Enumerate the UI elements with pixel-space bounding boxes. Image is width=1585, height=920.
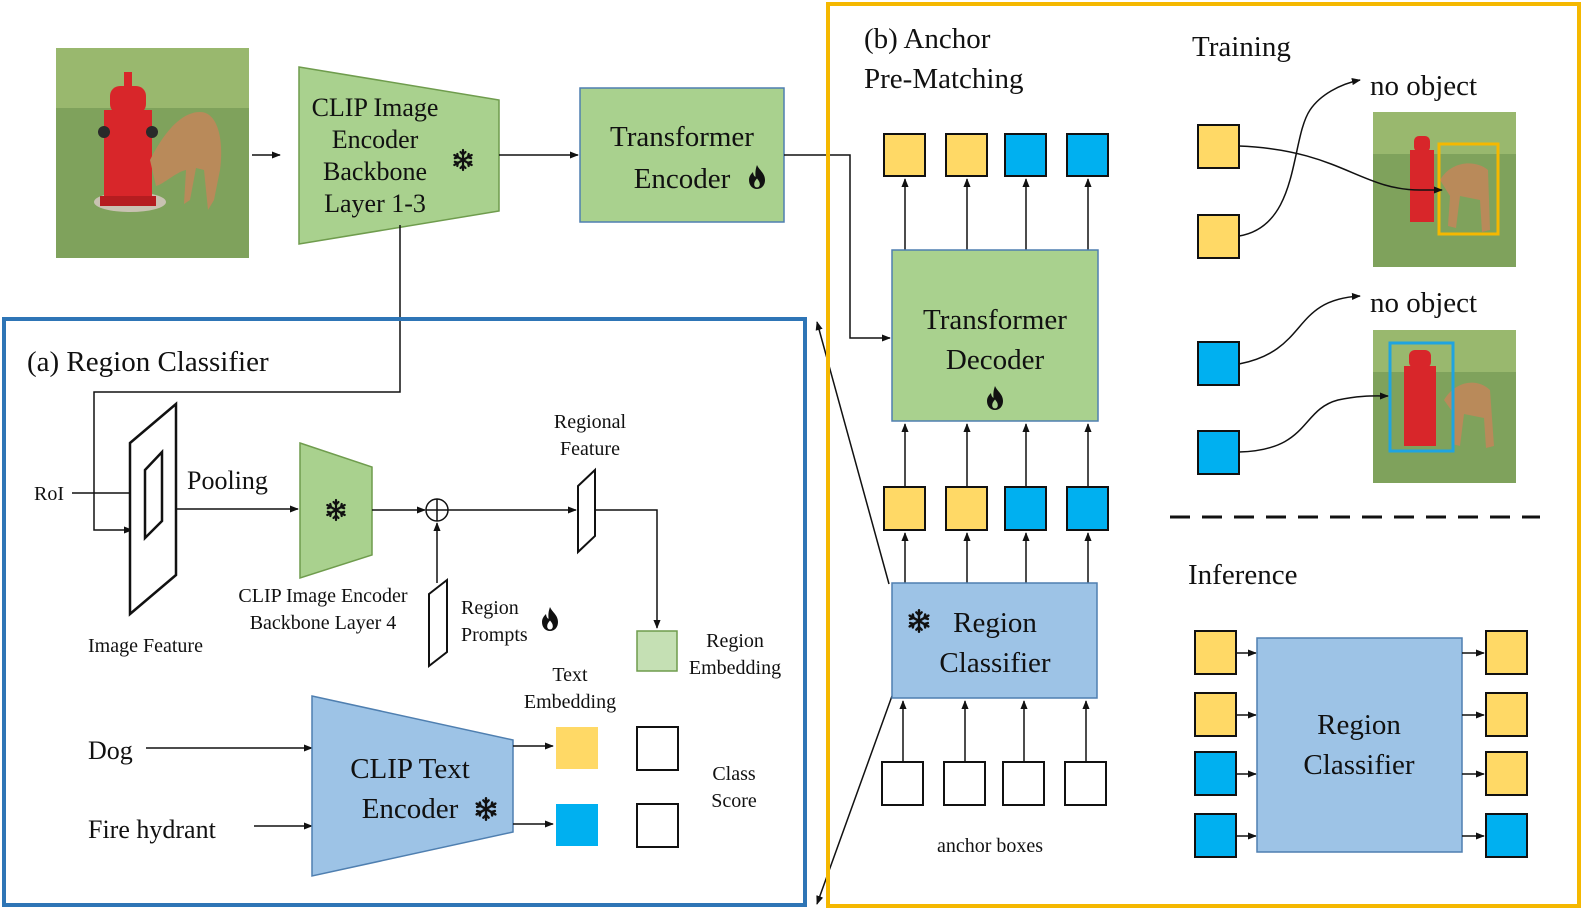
matched-query-2 bbox=[945, 486, 988, 531]
region-embedding-line1: Region bbox=[706, 630, 764, 652]
inference-label: Inference bbox=[1188, 559, 1297, 591]
flame-icon bbox=[542, 607, 558, 631]
no-object-label-2: no object bbox=[1370, 287, 1477, 319]
panel-b-title-line1: (b) Anchor bbox=[864, 23, 991, 55]
text-embedding-line1: Text bbox=[552, 664, 588, 686]
regional-feature-line1: Regional bbox=[554, 411, 627, 433]
transformer-encoder: Transformer Encoder bbox=[579, 87, 785, 223]
output-query-4 bbox=[1066, 133, 1109, 177]
inference-output-4 bbox=[1485, 813, 1528, 858]
inference-input-2 bbox=[1194, 692, 1237, 737]
training-query-blue-2 bbox=[1197, 430, 1240, 475]
region-embedding-box bbox=[636, 630, 678, 672]
training-query-yellow-1 bbox=[1197, 124, 1240, 169]
class-score-line2: Score bbox=[711, 790, 757, 812]
training-label: Training bbox=[1192, 31, 1291, 63]
text-encoder-line2: Encoder bbox=[362, 793, 459, 825]
text-embedding-line2: Embedding bbox=[524, 691, 616, 713]
plus-circle-icon bbox=[425, 498, 449, 522]
panel-a-title: (a) Region Classifier bbox=[27, 346, 269, 378]
matched-query-3 bbox=[1004, 486, 1047, 531]
backbone4-line2: Backbone Layer 4 bbox=[250, 612, 397, 634]
roi-label: RoI bbox=[34, 483, 64, 505]
region-classifier-line2: Classifier bbox=[939, 647, 1050, 679]
anchor-box-4 bbox=[1064, 761, 1107, 806]
clip-text-encoder bbox=[311, 695, 514, 877]
input-dog-label: Dog bbox=[88, 736, 133, 765]
text-encoder-line1: CLIP Text bbox=[350, 753, 470, 785]
input-image bbox=[56, 48, 249, 258]
training-query-yellow-2 bbox=[1197, 214, 1240, 259]
text-embedding-hydrant bbox=[556, 804, 598, 846]
inference-output-2 bbox=[1485, 692, 1528, 737]
backbone4-line1: CLIP Image Encoder bbox=[238, 585, 408, 607]
inference-output-1 bbox=[1485, 630, 1528, 675]
training-image-2 bbox=[1373, 330, 1516, 483]
inference-input-4 bbox=[1194, 813, 1237, 858]
backbone-line2: Encoder bbox=[332, 125, 419, 154]
inference-classifier-line2: Classifier bbox=[1303, 749, 1414, 781]
backbone-line3: Backbone bbox=[323, 157, 427, 186]
panel-anchor-pre-matching: (b) Anchor Pre-Matching Transformer Deco… bbox=[826, 2, 1581, 908]
matched-query-1 bbox=[883, 486, 926, 531]
transformer-encoder-line2: Encoder bbox=[634, 163, 731, 195]
transformer-encoder-line1: Transformer bbox=[610, 121, 754, 153]
region-classifier-line1: Region bbox=[953, 607, 1037, 639]
inference-output-3 bbox=[1485, 751, 1528, 796]
regional-feature-shape bbox=[577, 467, 596, 555]
anchor-boxes-label: anchor boxes bbox=[937, 835, 1043, 857]
text-embedding-dog bbox=[556, 727, 598, 769]
inference-region-classifier bbox=[1256, 637, 1463, 853]
panel-b-title-line2: Pre-Matching bbox=[864, 63, 1023, 95]
panel-region-classifier: (a) Region Classifier RoI Image Feature … bbox=[2, 317, 807, 907]
matched-query-4 bbox=[1066, 486, 1109, 531]
input-hydrant-label: Fire hydrant bbox=[88, 815, 217, 844]
anchor-box-2 bbox=[943, 761, 986, 806]
region-prompts-line1: Region bbox=[461, 597, 519, 619]
training-image-1 bbox=[1373, 112, 1516, 267]
training-query-blue-1 bbox=[1197, 341, 1240, 386]
inference-input-3 bbox=[1194, 751, 1237, 796]
pooling-label: Pooling bbox=[187, 466, 268, 495]
class-score-line1: Class bbox=[712, 763, 756, 785]
no-object-label-1: no object bbox=[1370, 70, 1477, 102]
regional-feature-line2: Feature bbox=[560, 438, 620, 460]
class-score-box-1 bbox=[636, 726, 679, 771]
anchor-box-3 bbox=[1002, 761, 1045, 806]
roi-box bbox=[143, 448, 164, 542]
anchor-box-1 bbox=[881, 761, 924, 806]
output-query-1 bbox=[883, 133, 926, 177]
output-query-2 bbox=[945, 133, 988, 177]
class-score-box-2 bbox=[636, 803, 679, 848]
region-prompts-line2: Prompts bbox=[461, 624, 528, 646]
output-query-3 bbox=[1004, 133, 1047, 177]
region-prompts-shape bbox=[428, 577, 448, 669]
decoder-line2: Decoder bbox=[946, 344, 1045, 376]
region-embedding-line2: Embedding bbox=[689, 657, 781, 679]
decoder-line1: Transformer bbox=[923, 304, 1067, 336]
inference-classifier-line1: Region bbox=[1317, 709, 1401, 741]
backbone-line4: Layer 1-3 bbox=[324, 189, 426, 218]
clip-image-encoder-backbone-1-3: CLIP Image Encoder Backbone Layer 1-3 bbox=[298, 66, 500, 245]
backbone-line1: CLIP Image bbox=[312, 93, 439, 122]
region-classifier-block bbox=[891, 582, 1098, 699]
image-feature-label: Image Feature bbox=[88, 635, 203, 657]
inference-input-1 bbox=[1194, 630, 1237, 675]
